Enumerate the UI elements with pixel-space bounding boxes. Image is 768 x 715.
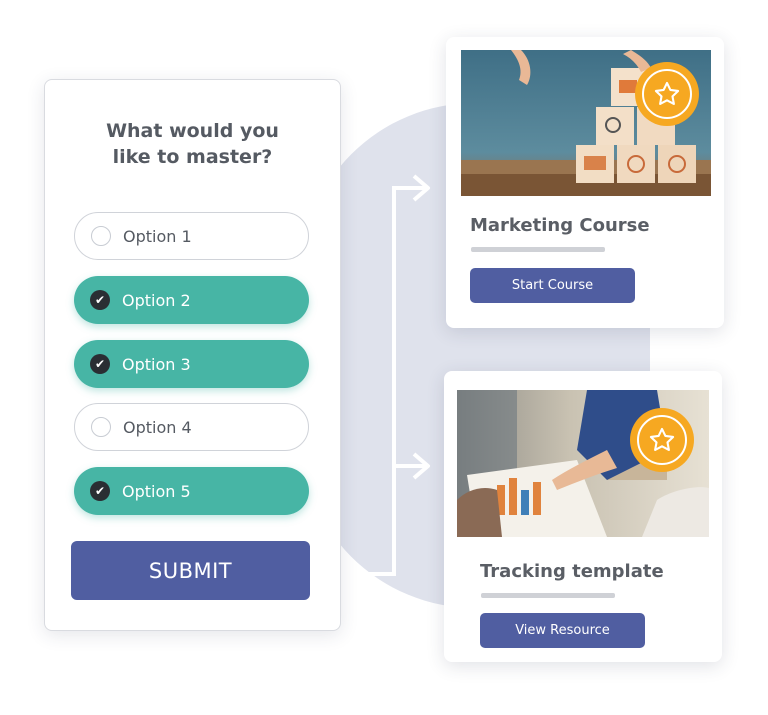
option-1[interactable]: Option 1 — [74, 212, 309, 260]
quiz-card: What would you like to master? Option 1 … — [44, 79, 341, 631]
star-badge — [630, 408, 694, 472]
card-title: Tracking template — [480, 561, 664, 582]
star-badge — [635, 62, 699, 126]
result-card-marketing-course: Marketing Course Start Course — [446, 37, 724, 328]
title-underline — [481, 593, 615, 598]
option-3[interactable]: ✔ Option 3 — [74, 340, 309, 388]
result-card-tracking-template: Tracking template View Resource — [444, 371, 722, 662]
title-underline — [471, 247, 605, 252]
submit-button[interactable]: SUBMIT — [71, 541, 310, 600]
start-course-button[interactable]: Start Course — [470, 268, 635, 303]
radio-empty-icon — [91, 226, 111, 246]
star-icon — [649, 427, 675, 451]
option-4[interactable]: Option 4 — [74, 403, 309, 451]
check-icon: ✔ — [90, 290, 110, 310]
quiz-title-line-2: like to master? — [112, 146, 273, 168]
option-label: Option 3 — [122, 354, 191, 374]
view-resource-button[interactable]: View Resource — [480, 613, 645, 648]
option-5[interactable]: ✔ Option 5 — [74, 467, 309, 515]
radio-empty-icon — [91, 417, 111, 437]
option-2[interactable]: ✔ Option 2 — [74, 276, 309, 324]
quiz-title: What would you like to master? — [65, 118, 320, 170]
card-title: Marketing Course — [470, 215, 650, 236]
option-label: Option 2 — [122, 290, 191, 310]
star-icon — [654, 81, 680, 105]
quiz-title-line-1: What would you — [106, 120, 279, 142]
check-icon: ✔ — [90, 354, 110, 374]
check-icon: ✔ — [90, 481, 110, 501]
course-thumbnail-image — [461, 50, 711, 196]
option-label: Option 1 — [123, 226, 192, 246]
option-label: Option 4 — [123, 417, 192, 437]
option-label: Option 5 — [122, 481, 191, 501]
